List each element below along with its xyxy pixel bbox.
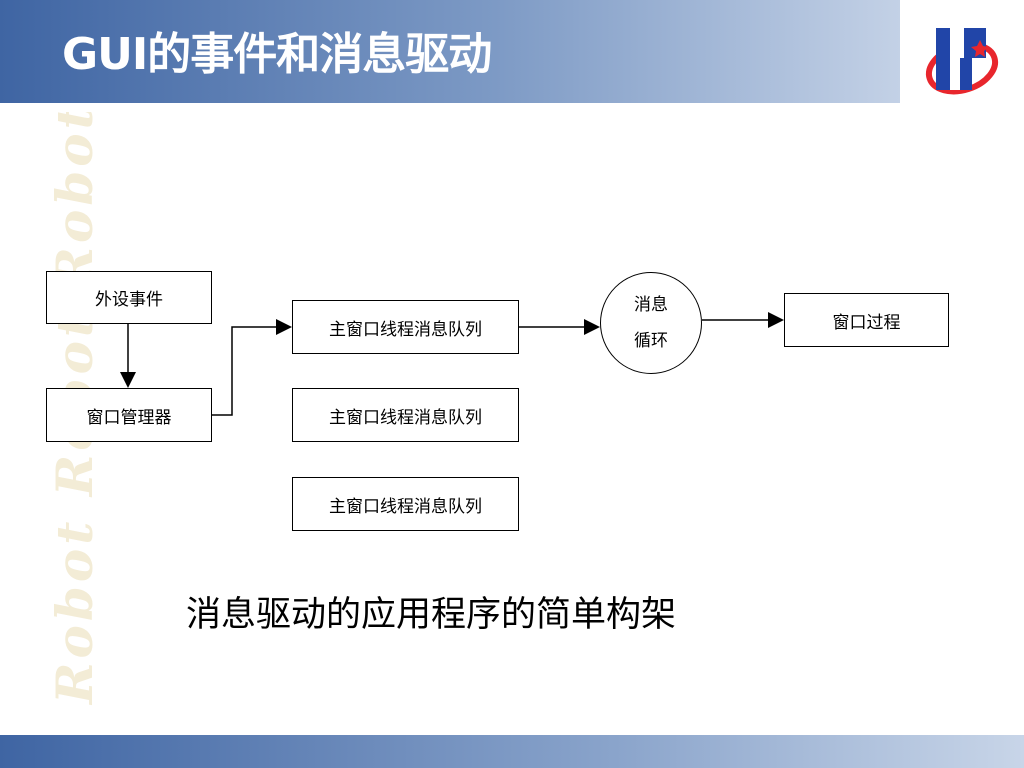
message-loop-circle: 消息 循环 bbox=[600, 272, 702, 374]
diagram-caption: 消息驱动的应用程序的简单构架 bbox=[186, 595, 677, 635]
peripheral-event-label: 外设事件 bbox=[95, 290, 163, 310]
header-band bbox=[0, 0, 900, 103]
arrowhead-to-loop bbox=[584, 319, 600, 335]
window-manager-box: 窗口管理器 bbox=[46, 388, 212, 442]
message-queue-label-3: 主窗口线程消息队列 bbox=[329, 496, 482, 517]
arrow-manager-to-queue bbox=[212, 326, 278, 416]
page-title: GUI的事件和消息驱动 bbox=[62, 29, 492, 80]
peripheral-event-box: 外设事件 bbox=[46, 271, 212, 324]
arrowhead-down bbox=[120, 372, 136, 388]
window-procedure-box: 窗口过程 bbox=[784, 293, 949, 347]
message-queue-box-2: 主窗口线程消息队列 bbox=[292, 388, 519, 442]
arrowhead-to-procedure bbox=[768, 312, 784, 328]
message-queue-box-1: 主窗口线程消息队列 bbox=[292, 300, 519, 354]
message-queue-box-3: 主窗口线程消息队列 bbox=[292, 477, 519, 531]
message-loop-label-line2: 循环 bbox=[634, 331, 668, 351]
message-queue-label-1: 主窗口线程消息队列 bbox=[329, 319, 482, 340]
window-manager-label: 窗口管理器 bbox=[86, 407, 172, 428]
window-procedure-label: 窗口过程 bbox=[832, 312, 901, 333]
message-queue-label-2: 主窗口线程消息队列 bbox=[329, 407, 482, 428]
footer-band bbox=[0, 735, 1024, 768]
university-logo-icon bbox=[925, 28, 999, 95]
arrowhead-to-queue bbox=[276, 319, 292, 335]
message-loop-label-line1: 消息 bbox=[634, 295, 668, 315]
